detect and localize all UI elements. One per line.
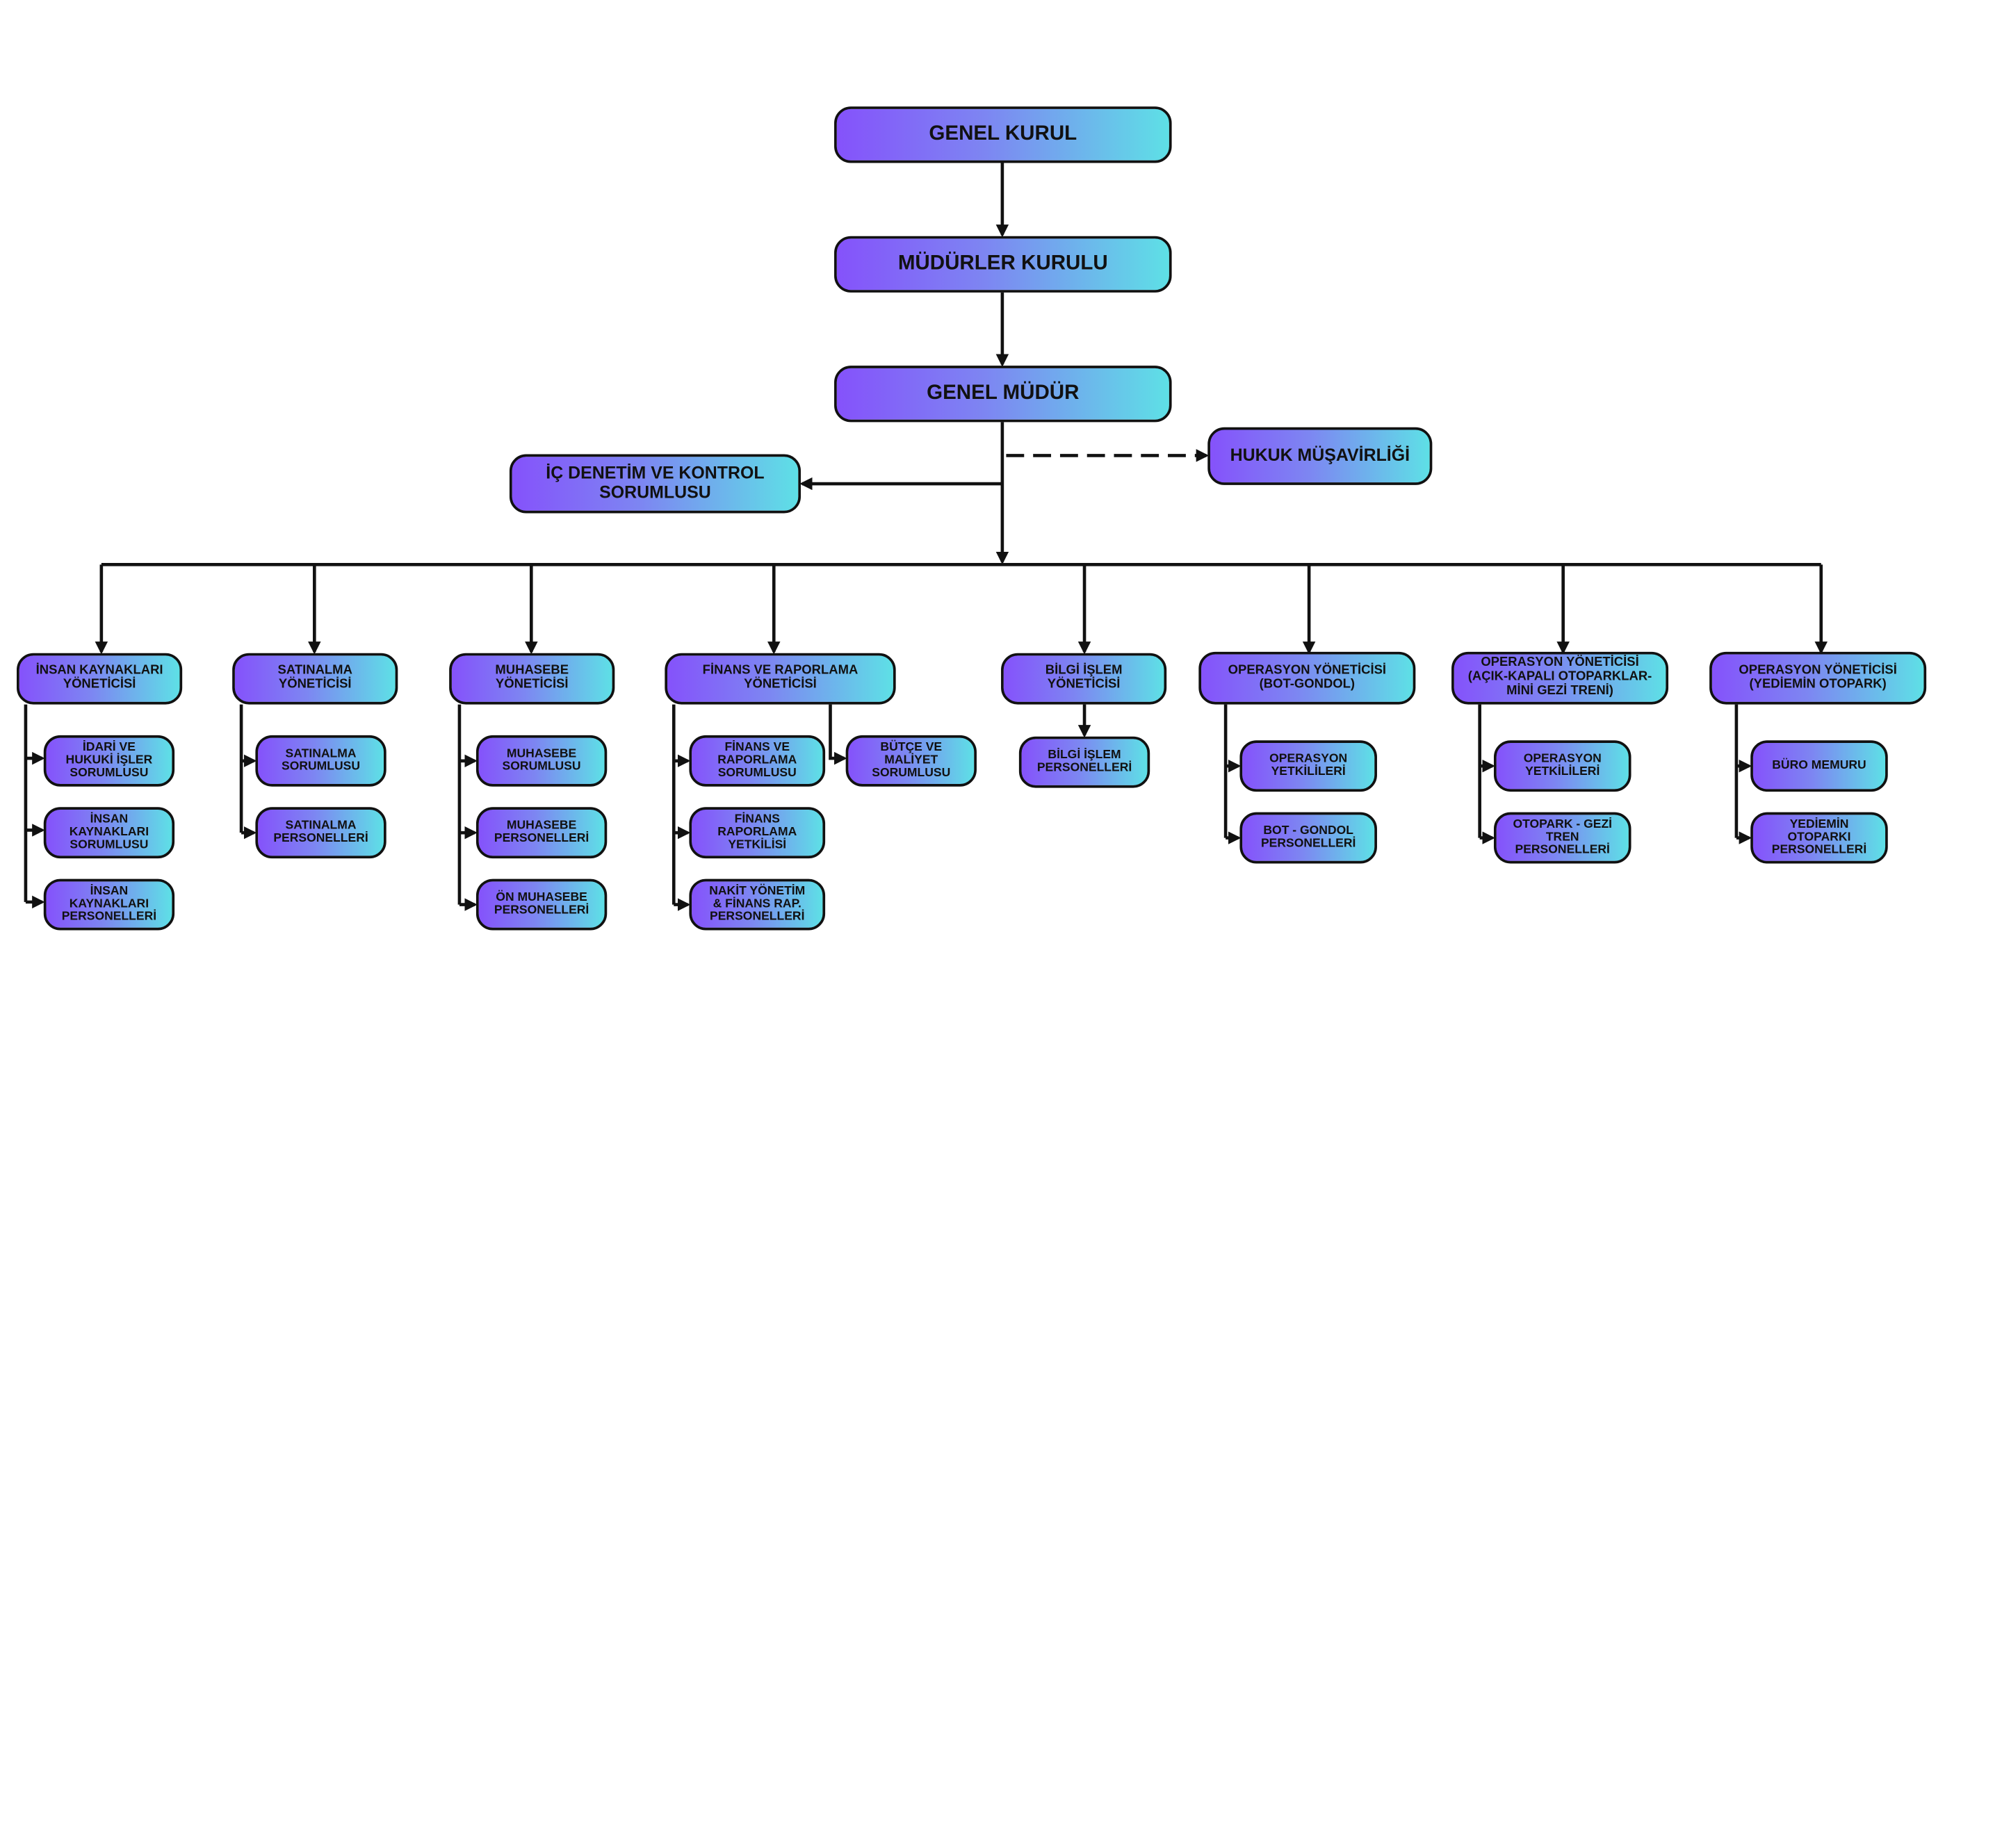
node-mudurler-kurulu: MÜDÜRLER KURULU: [834, 236, 1172, 293]
node-label: BİLGİ İŞLEM YÖNETİCİSİ: [1045, 663, 1123, 692]
node-label: FİNANS VE RAPORLAMA SORUMLUSU: [717, 739, 797, 780]
node-label: OPERASYON YETKİLİLERİ: [1523, 751, 1602, 779]
node-label: FİNANS VE RAPORLAMA YÖNETİCİSİ: [702, 663, 858, 692]
node-label: OTOPARK - GEZİ TREN PERSONELLERİ: [1513, 817, 1613, 858]
node-label: İNSAN KAYNAKLARI SORUMLUSU: [69, 811, 149, 853]
node-label: ÖN MUHASEBE PERSONELLERİ: [494, 890, 589, 918]
node-label: OPERASYON YÖNETİCİSİ (AÇIK-KAPALI OTOPAR…: [1467, 655, 1652, 698]
node-label: SATINALMA SORUMLUSU: [282, 746, 361, 774]
node-staff-buro-memuru: BÜRO MEMURU: [1750, 740, 1888, 792]
node-staff-finans-raporlama-sorumlusu: FİNANS VE RAPORLAMA SORUMLUSU: [689, 735, 826, 787]
node-staff-idari-hukuki: İDARİ VE HUKUKİ İŞLER SORUMLUSU: [43, 735, 175, 787]
node-label: HUKUK MÜŞAVİRLİĞİ: [1230, 445, 1410, 465]
node-staff-otopark-gezi-tren: OTOPARK - GEZİ TREN PERSONELLERİ: [1493, 812, 1631, 864]
connector-lines: [24, 163, 1828, 911]
node-ic-denetim: İÇ DENETİM VE KONTROL SORUMLUSU: [509, 454, 801, 514]
node-label: MUHASEBE SORUMLUSU: [502, 746, 581, 774]
node-label: OPERASYON YETKİLİLERİ: [1269, 751, 1348, 779]
node-manager-operasyon-yediemin: OPERASYON YÖNETİCİSİ (YEDİEMİN OTOPARK): [1709, 651, 1927, 705]
node-staff-nakit-yonetim: NAKİT YÖNETİM & FİNANS RAP. PERSONELLERİ: [689, 878, 826, 931]
node-label: İNSAN KAYNAKLARI YÖNETİCİSİ: [35, 663, 163, 692]
node-label: GENEL KURUL: [929, 123, 1077, 146]
node-label: OPERASYON YÖNETİCİSİ (YEDİEMİN OTOPARK): [1739, 662, 1897, 692]
node-label: İDARİ VE HUKUKİ İŞLER SORUMLUSU: [65, 739, 153, 780]
node-staff-ik-sorumlusu: İNSAN KAYNAKLARI SORUMLUSU: [43, 807, 175, 859]
node-label: BİLGİ İŞLEM PERSONELLERİ: [1036, 747, 1132, 776]
node-staff-on-muhasebe: ÖN MUHASEBE PERSONELLERİ: [475, 878, 608, 931]
node-manager-bilgi-islem: BİLGİ İŞLEM YÖNETİCİSİ: [1001, 653, 1167, 705]
node-genel-kurul: GENEL KURUL: [834, 106, 1172, 163]
node-hukuk-musavirligi: HUKUK MÜŞAVİRLİĞİ: [1207, 427, 1433, 485]
node-staff-ik-personelleri: İNSAN KAYNAKLARI PERSONELLERİ: [43, 878, 175, 931]
node-genel-mudur: GENEL MÜDÜR: [834, 366, 1172, 423]
arrow-to-staff-butce: [829, 704, 847, 765]
node-label: BÜTÇE VE MALİYET SORUMLUSU: [872, 739, 951, 780]
node-staff-yediemin-personelleri: YEDİEMİN OTOPARKI PERSONELLERİ: [1750, 812, 1888, 864]
node-staff-butce-maliyet: BÜTÇE VE MALİYET SORUMLUSU: [845, 735, 977, 787]
node-label: İÇ DENETİM VE KONTROL SORUMLUSU: [546, 464, 765, 502]
node-manager-insan-kaynaklari: İNSAN KAYNAKLARI YÖNETİCİSİ: [17, 653, 183, 705]
node-staff-operasyon-yetkilileri-otopark: OPERASYON YETKİLİLERİ: [1493, 740, 1631, 792]
node-staff-bot-gondol-personelleri: BOT - GONDOL PERSONELLERİ: [1239, 812, 1377, 864]
node-staff-finans-raporlama-yetkilisi: FİNANS RAPORLAMA YETKİLİSİ: [689, 807, 826, 859]
node-label: MUHASEBE YÖNETİCİSİ: [495, 663, 569, 692]
node-label: NAKİT YÖNETİM & FİNANS RAP. PERSONELLERİ: [709, 883, 806, 924]
node-staff-satinalma-personelleri: SATINALMA PERSONELLERİ: [255, 807, 386, 859]
node-label: MUHASEBE PERSONELLERİ: [494, 818, 589, 846]
node-manager-satinalma: SATINALMA YÖNETİCİSİ: [232, 653, 398, 705]
node-staff-satinalma-sorumlusu: SATINALMA SORUMLUSU: [255, 735, 386, 787]
node-label: YEDİEMİN OTOPARKI PERSONELLERİ: [1771, 817, 1867, 858]
node-manager-operasyon-bot-gondol: OPERASYON YÖNETİCİSİ (BOT-GONDOL): [1198, 651, 1416, 705]
node-label: OPERASYON YÖNETİCİSİ (BOT-GONDOL): [1228, 662, 1387, 692]
node-label: BÜRO MEMURU: [1772, 758, 1866, 773]
node-manager-finans: FİNANS VE RAPORLAMA YÖNETİCİSİ: [665, 653, 896, 705]
node-label: SATINALMA YÖNETİCİSİ: [277, 663, 352, 692]
node-staff-bilgi-islem-personelleri: BİLGİ İŞLEM PERSONELLERİ: [1018, 736, 1150, 788]
node-label: MÜDÜRLER KURULU: [897, 253, 1108, 275]
node-manager-operasyon-otopark: OPERASYON YÖNETİCİSİ (AÇIK-KAPALI OTOPAR…: [1451, 651, 1669, 705]
node-label: İNSAN KAYNAKLARI PERSONELLERİ: [61, 883, 157, 924]
node-label: FİNANS RAPORLAMA YETKİLİSİ: [717, 811, 797, 853]
node-label: BOT - GONDOL PERSONELLERİ: [1260, 823, 1356, 851]
node-staff-muhasebe-personelleri: MUHASEBE PERSONELLERİ: [475, 807, 608, 859]
node-label: SATINALMA PERSONELLERİ: [273, 818, 368, 846]
node-manager-muhasebe: MUHASEBE YÖNETİCİSİ: [449, 653, 615, 705]
node-staff-operasyon-yetkilileri-bot: OPERASYON YETKİLİLERİ: [1239, 740, 1377, 792]
node-staff-muhasebe-sorumlusu: MUHASEBE SORUMLUSU: [475, 735, 608, 787]
node-label: GENEL MÜDÜR: [927, 382, 1080, 405]
